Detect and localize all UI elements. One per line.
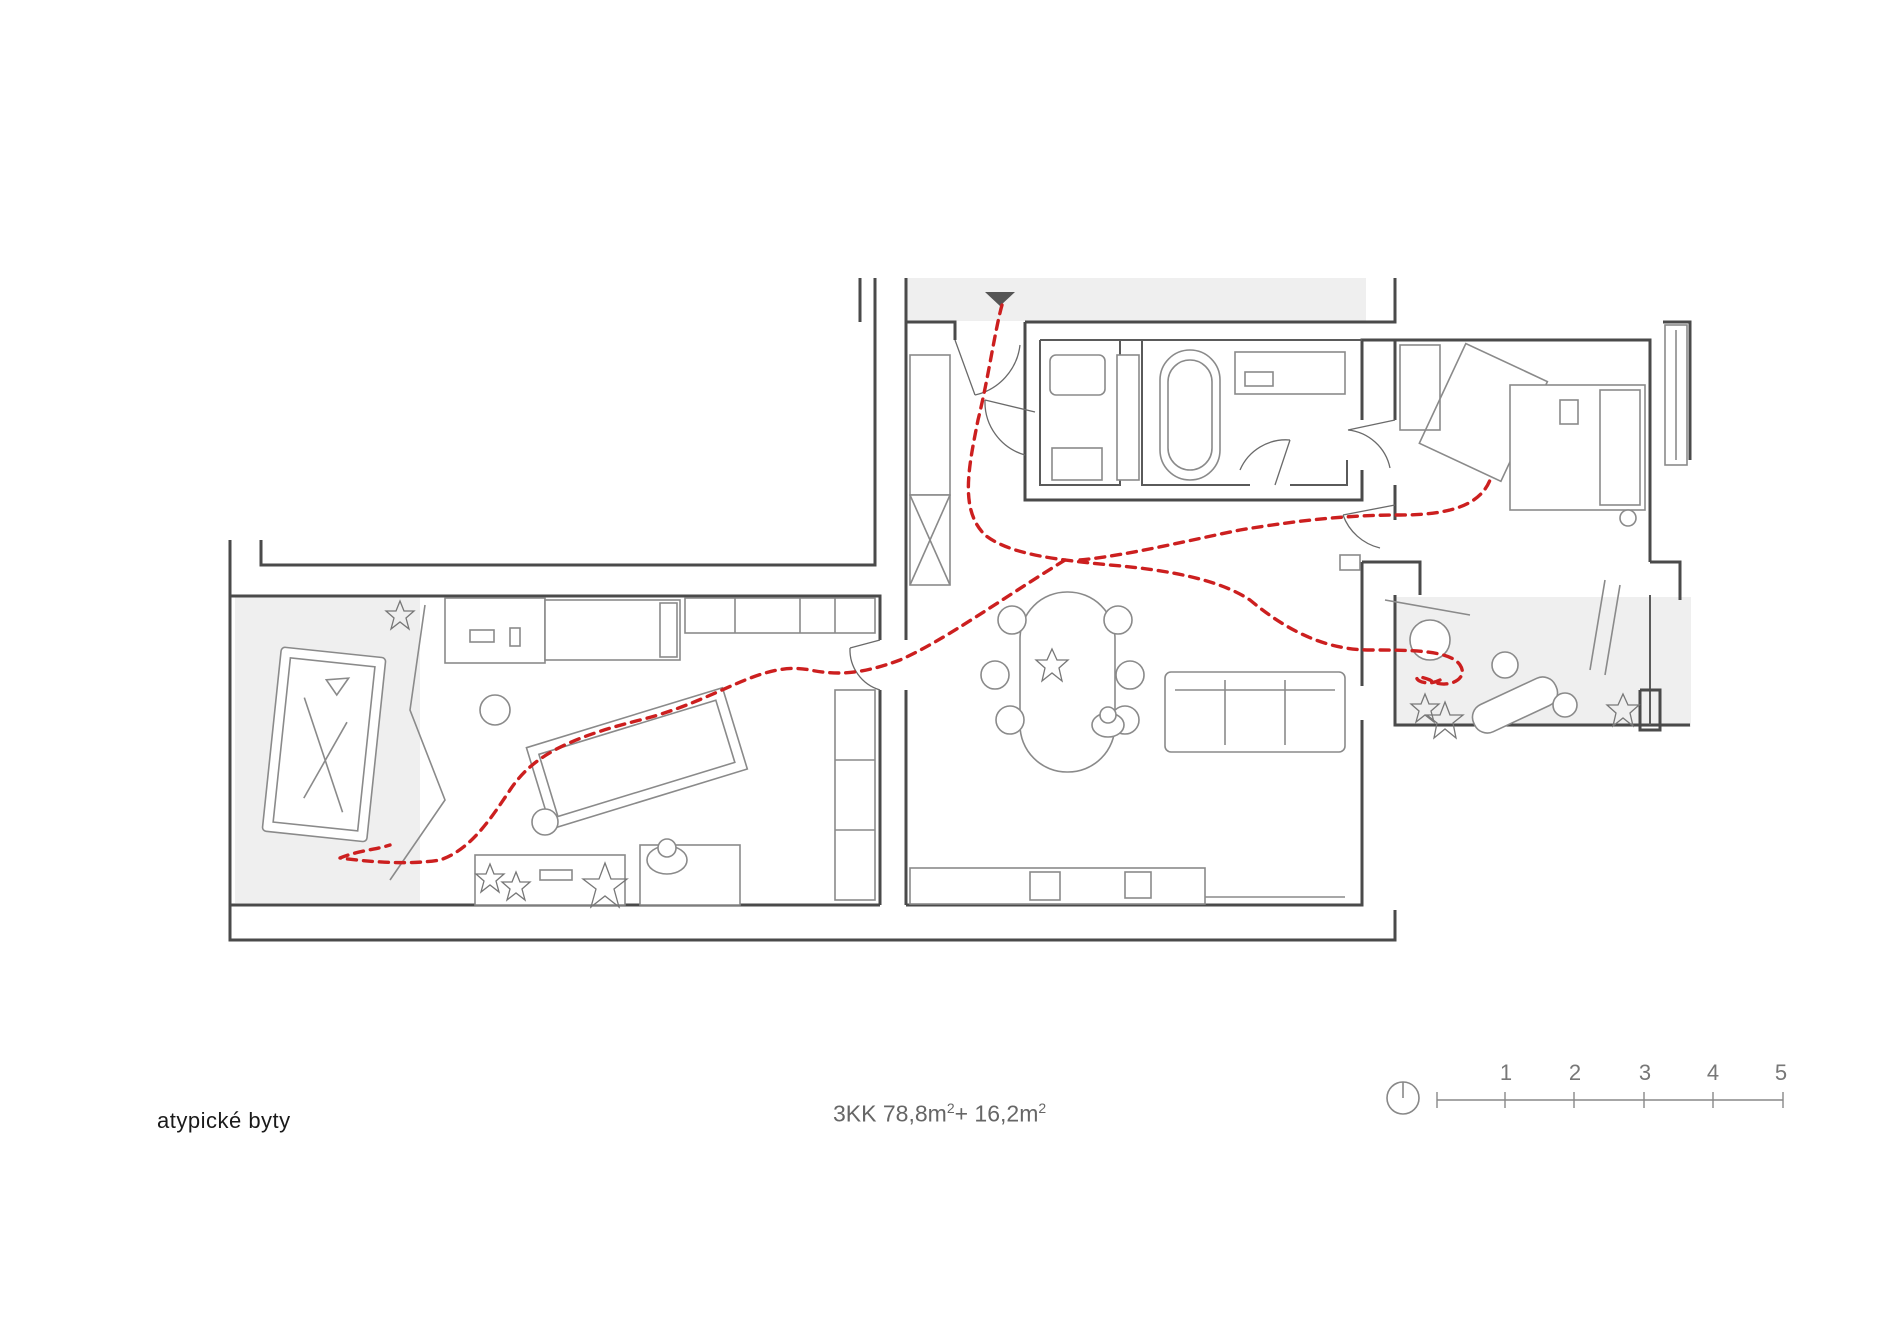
plant-icon (384, 599, 416, 631)
plant-icon (1034, 647, 1070, 683)
layout-code: 3KK (833, 1100, 877, 1127)
person-icon (1091, 706, 1125, 738)
west-wing-furniture (261, 354, 951, 906)
plant-icon (474, 862, 506, 894)
area-main: 78,8m (882, 1100, 947, 1127)
area-sup: 2 (946, 1100, 955, 1116)
plant-icon (1605, 692, 1641, 728)
area-label: 3KK 78,8m2+ 16,2m2 (833, 1100, 1046, 1128)
living-furniture (909, 554, 1361, 905)
entry-triangle-icon (985, 292, 1015, 306)
plant-icon (581, 861, 629, 909)
scale-tick: 2 (1569, 1060, 1581, 1085)
bathroom-fixtures (1049, 349, 1346, 481)
scale-tick: 5 (1775, 1060, 1787, 1085)
plant-icon (1409, 692, 1441, 724)
area-sup: 2 (1038, 1100, 1047, 1116)
apartment-type-label: atypické byty (157, 1108, 291, 1133)
doors (849, 339, 1396, 691)
corridor-shade (906, 278, 1366, 321)
loggia-furniture (1384, 579, 1621, 734)
north-arrow-icon (1386, 1081, 1420, 1115)
scale-bar: 1 2 3 4 5 (1436, 1060, 1787, 1108)
scale-tick: 3 (1639, 1060, 1651, 1085)
person-icon (646, 838, 688, 875)
circulation-route-west (338, 558, 1067, 865)
circulation-route (966, 303, 1464, 686)
bedroom-furniture (1399, 324, 1688, 527)
circulation-route-bedroom (1078, 478, 1492, 562)
plant-icon (1425, 700, 1465, 740)
scale-tick: 1 (1500, 1060, 1512, 1085)
area-joiner: + 16,2m (954, 1100, 1039, 1127)
plant-icon (500, 870, 532, 902)
scale-tick: 4 (1707, 1060, 1719, 1085)
